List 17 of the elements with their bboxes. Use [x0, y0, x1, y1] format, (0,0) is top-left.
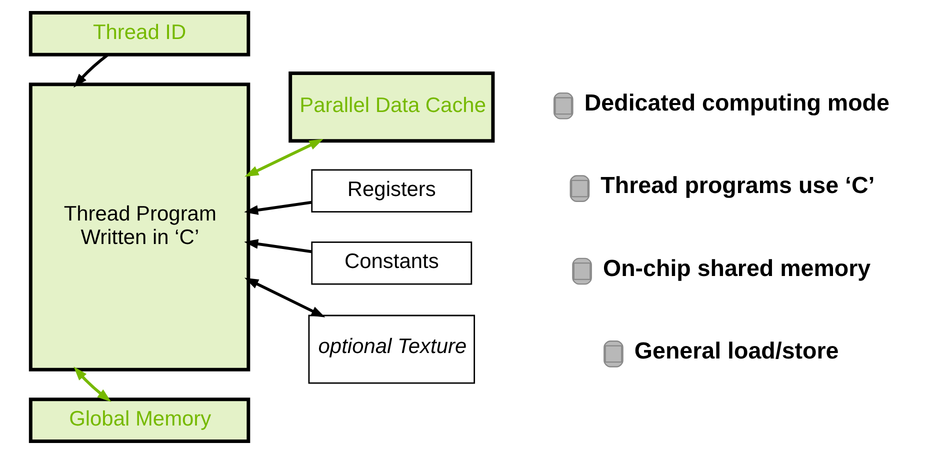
node-box: Constants	[311, 241, 472, 285]
node-box: Global Memory	[28, 398, 250, 444]
arrow	[244, 139, 324, 177]
arrow	[74, 54, 108, 88]
node-box: Thread ID	[28, 10, 250, 56]
arrow	[244, 239, 312, 254]
arrow	[74, 366, 112, 402]
node-box: Registers	[311, 169, 472, 213]
node-box: optional Texture	[308, 314, 476, 384]
label: On-chip shared memory	[602, 254, 871, 281]
label: Dedicated computing mode	[584, 90, 890, 116]
label: General load/store	[634, 338, 839, 364]
node-box: Parallel Data Cache	[288, 72, 495, 143]
arrow	[244, 200, 312, 215]
node-box: Thread Program Written in ‘C’	[28, 82, 250, 372]
arrow	[244, 278, 326, 318]
label: Thread programs use ‘C’	[600, 172, 875, 198]
